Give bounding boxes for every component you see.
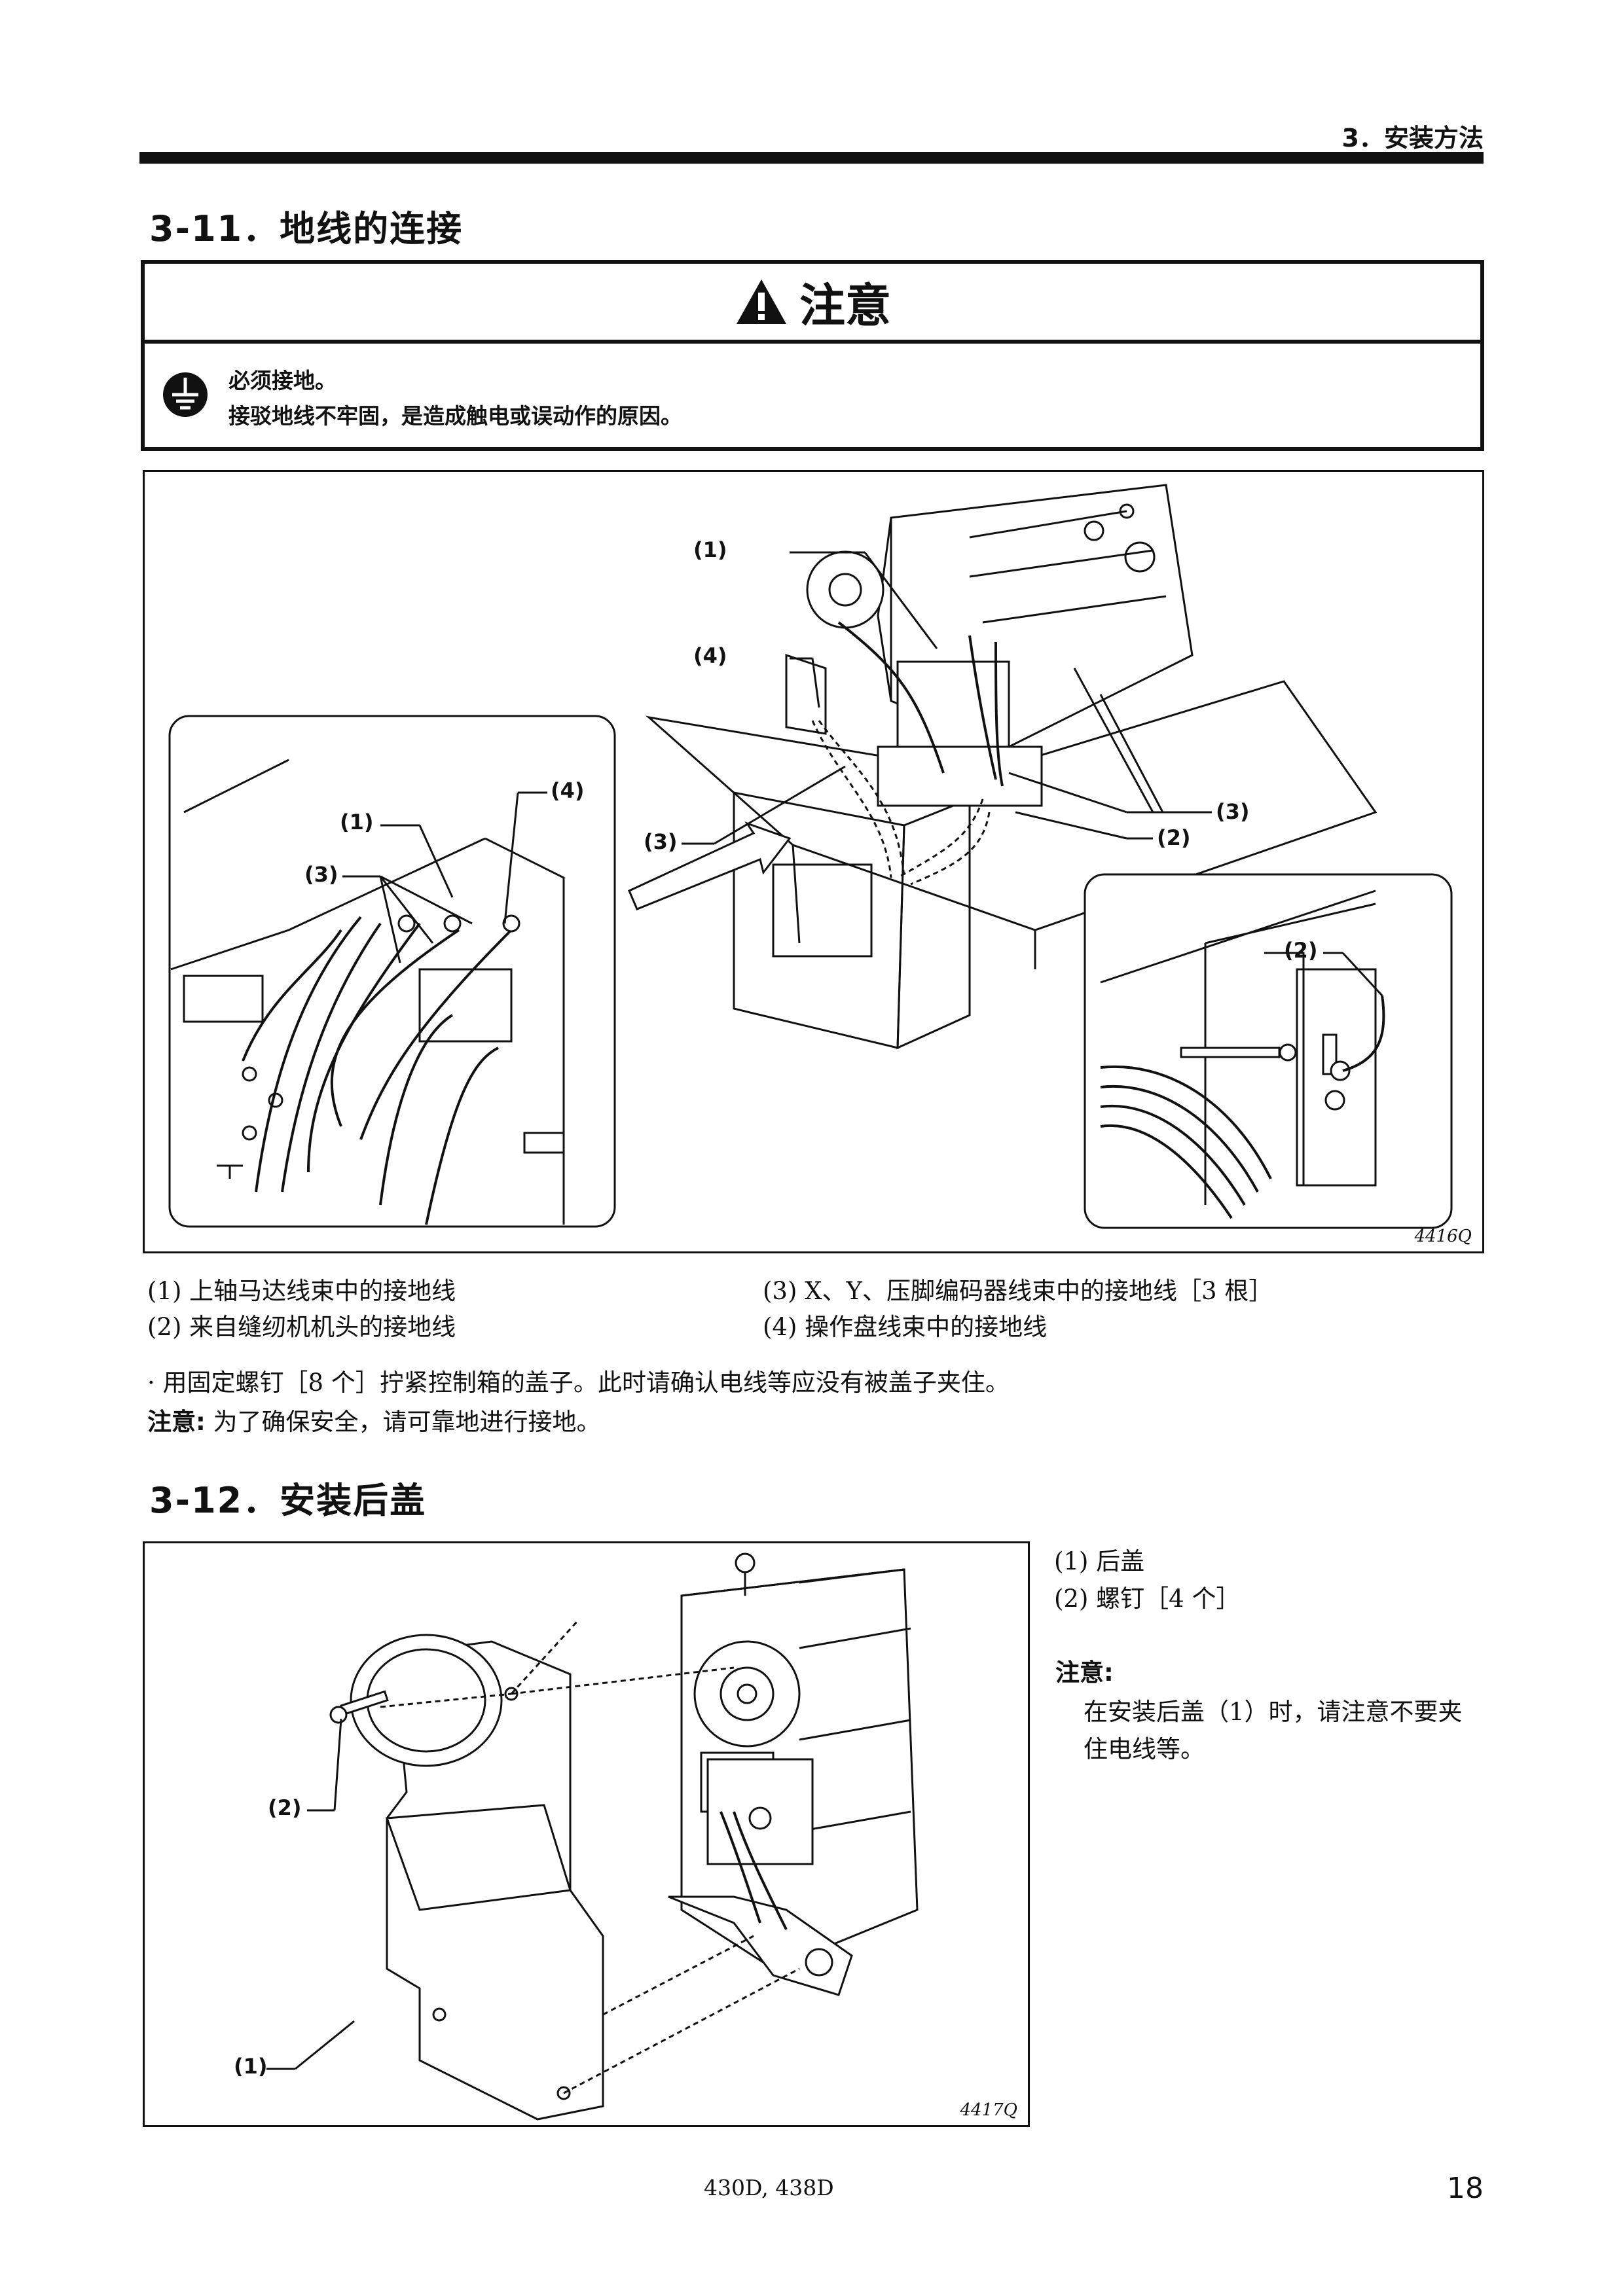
callout-2-main: (2) <box>1157 825 1191 850</box>
note-label: 注意: <box>147 1408 206 1436</box>
note-label-3-12: 注意: <box>1055 1659 1114 1687</box>
legend-item-4: (4) 操作盘线束中的接地线 <box>763 1313 1048 1341</box>
grounding-illustration <box>168 484 1453 1229</box>
note-line-1-3-12: 在安装后盖（1）时，请注意不要夹 <box>1084 1698 1463 1726</box>
callout-3-inset: (3) <box>304 862 338 887</box>
callout-4-main: (4) <box>693 643 727 668</box>
callout-4-inset: (4) <box>551 778 585 803</box>
callout-2-cover: (2) <box>268 1795 302 1820</box>
note-row-3-11: 注意: 为了确保安全，请可靠地进行接地。 <box>147 1402 601 1437</box>
caution-header: 注意 <box>145 264 1480 344</box>
note-line-2-3-12: 住电线等。 <box>1084 1735 1205 1763</box>
figure-code-4417q: 4417Q <box>960 2100 1017 2120</box>
legend-item-2: (2) 来自缝纫机机头的接地线 <box>147 1313 456 1341</box>
legend-screw: (2) 螺钉［4 个］ <box>1054 1585 1241 1613</box>
figure-code-4416q: 4416Q <box>1414 1227 1472 1246</box>
legend-back-cover: (1) 后盖 <box>1054 1547 1145 1575</box>
back-cover-illustration <box>266 1552 919 2121</box>
header-rule <box>139 152 1484 164</box>
footer-model: 430D, 438D <box>704 2175 834 2200</box>
callout-1-main: (1) <box>693 537 727 562</box>
legend-item-3: (3) X、Y、压脚编码器线束中的接地线［3 根］ <box>763 1277 1273 1305</box>
callout-3-main: (3) <box>644 829 678 854</box>
callout-2-inset: (2) <box>1284 938 1318 963</box>
callout-3-main-right: (3) <box>1216 799 1250 824</box>
ground-symbol-icon <box>163 372 208 417</box>
legend-item-1: (1) 上轴马达线束中的接地线 <box>147 1277 456 1305</box>
caution-line-2: 接驳地线不牢固，是造成触电或误动作的原因。 <box>228 403 682 429</box>
figure-grounding: (1) (4) (3) (3) (2) (1) (3) (4) (2) 4416… <box>143 470 1484 1253</box>
caution-heading: 注意 <box>799 278 891 332</box>
section-title-3-12: 3-12．安装后盖 <box>149 1480 427 1521</box>
caution-line-1: 必须接地。 <box>228 368 337 393</box>
figure-back-cover: (2) (1) 4417Q <box>143 1541 1030 2127</box>
instruction-text: · 用固定螺钉［8 个］拧紧控制箱的盖子。此时请确认电线等应没有被盖子夹住。 <box>147 1369 1010 1397</box>
caution-box: 注意 必须接地。 接驳地线不牢固，是造成触电或误动作的原因。 <box>141 260 1484 451</box>
callout-1-inset: (1) <box>340 810 374 834</box>
chapter-header: 3．安装方法 <box>1341 124 1484 152</box>
note-text: 为了确保安全，请可靠地进行接地。 <box>213 1408 601 1436</box>
warning-triangle-icon <box>737 279 786 324</box>
page-number: 18 <box>1447 2172 1484 2205</box>
callout-1-cover: (1) <box>234 2054 268 2079</box>
section-title-3-11: 3-11．地线的连接 <box>149 208 464 249</box>
